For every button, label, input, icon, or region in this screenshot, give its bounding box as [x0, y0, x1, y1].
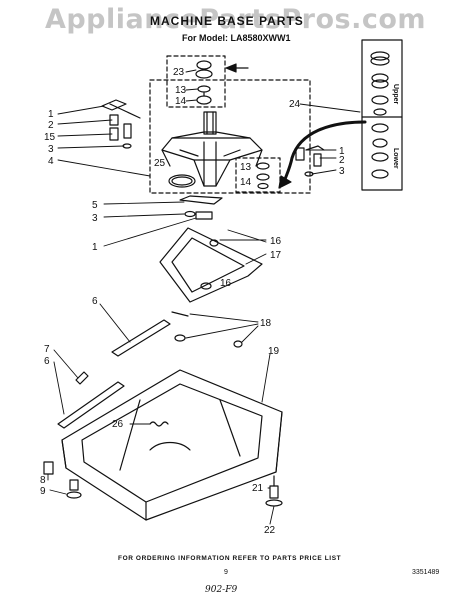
callout-6-top: 6: [92, 296, 98, 307]
callout-19: 19: [268, 346, 280, 357]
callout-18: 18: [260, 318, 272, 329]
leveling-feet: [43, 461, 283, 507]
top-dashed-box: [166, 55, 226, 108]
callout-25: 25: [154, 158, 166, 169]
callout-16-inner: 16: [220, 278, 232, 289]
callout-17: 17: [270, 250, 282, 261]
support-plate: [159, 227, 263, 303]
curved-arrow-icon: [278, 120, 367, 189]
leader-lines: [47, 69, 361, 525]
transmission-hub: [161, 111, 263, 187]
callout-numbers: 1 2 15 3 4 25 23 13 14 24 13 14 1 2 3 5 …: [40, 67, 345, 536]
callout-23: 23: [173, 67, 185, 78]
base-frame: [61, 369, 283, 521]
page-number: 9: [224, 569, 228, 576]
callout-21: 21: [252, 483, 264, 494]
callout-26: 26: [112, 419, 124, 430]
left-hardware: [101, 99, 141, 149]
callout-2-top-left: 2: [48, 120, 54, 131]
callout-9: 9: [40, 486, 46, 497]
callout-6-lower: 6: [44, 356, 50, 367]
callout-14-side: 14: [240, 177, 252, 188]
callout-13-top: 13: [175, 85, 187, 96]
ordering-info-note: FOR ORDERING INFORMATION REFER TO PARTS …: [118, 555, 342, 562]
watermark: AppliancePartsPros.com: [44, 4, 427, 35]
side-small-parts: [256, 162, 270, 190]
callout-8: 8: [40, 475, 46, 486]
callout-22: 22: [264, 525, 276, 536]
callout-3-mid: 3: [92, 213, 98, 224]
brackets: [57, 311, 243, 429]
callout-2-right: 2: [339, 155, 345, 166]
callout-4: 4: [48, 156, 54, 167]
cam-assembly-parts: [195, 60, 213, 105]
diagram-title: MACHINE BASE PARTS: [150, 14, 304, 28]
right-hardware: [295, 145, 325, 177]
seal-inset-box: [361, 39, 403, 191]
callout-5: 5: [92, 200, 98, 211]
lower-label: Lower: [392, 148, 399, 169]
spring-part: [149, 421, 169, 427]
model-number: For Model: LA8580XWW1: [182, 33, 291, 43]
direction-arrow-icon: [225, 63, 249, 73]
callout-14-top: 14: [175, 96, 187, 107]
callout-15: 15: [44, 132, 56, 143]
upper-label: Upper: [392, 84, 399, 105]
mid-hardware: [179, 195, 223, 220]
callout-13-side: 13: [240, 162, 252, 173]
callout-7: 7: [44, 344, 50, 355]
document-number: 3351489: [412, 569, 440, 576]
side-dashed-box: [235, 157, 281, 193]
callout-1-top-left: 1: [48, 109, 54, 120]
callout-3-top-left: 3: [48, 144, 54, 155]
ring-part: [168, 174, 196, 188]
inset-labels: Upper Lower: [392, 84, 399, 169]
callout-16-top: 16: [270, 236, 282, 247]
handwritten-note: 902-F9: [205, 585, 238, 595]
callout-1-mid: 1: [92, 242, 98, 253]
callout-24: 24: [289, 99, 301, 110]
callout-3-right: 3: [339, 166, 345, 177]
callout-1-right: 1: [339, 146, 345, 157]
